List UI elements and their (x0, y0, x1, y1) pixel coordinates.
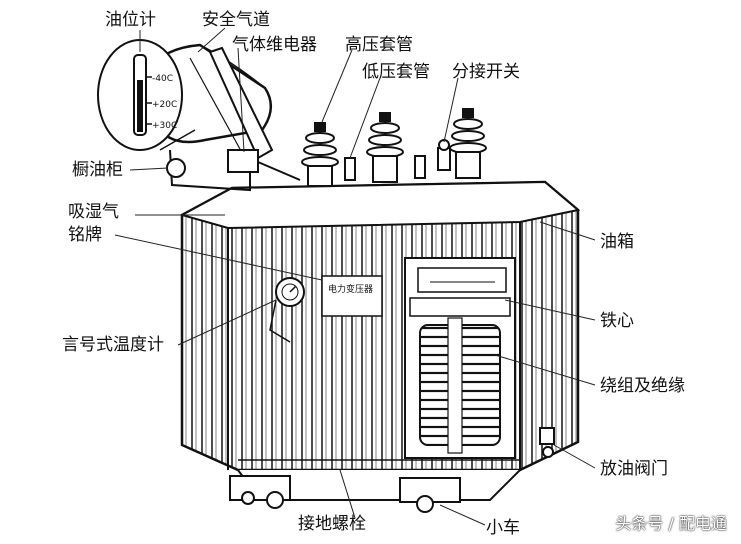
base-trolley (229, 469, 521, 513)
label-nameplate: 铭牌 (68, 225, 102, 245)
gauge-mark-minus40: -40C (152, 74, 173, 84)
label-oil-tank: 油箱 (600, 232, 634, 252)
tap-changer (437, 139, 451, 171)
nameplate-drawing (321, 275, 383, 317)
gauge-mark-plus30: +30C (152, 121, 178, 131)
lv-bushings (344, 155, 426, 181)
label-trolley: 小车 (486, 518, 520, 538)
oil-level-gauge (97, 39, 183, 151)
nameplate-text: 电力变压器 (328, 285, 374, 295)
drain-valve (539, 427, 555, 458)
gauge-mark-plus20: +20C (152, 100, 178, 110)
label-lv-bushing: 低压套管 (362, 62, 430, 82)
label-oil-level-gauge: 油位计 (105, 10, 156, 30)
label-tap-changer: 分接开关 (452, 62, 520, 82)
watermark: 头条号 / 配电通 (615, 514, 727, 533)
label-ground-bolt: 接地螺栓 (298, 514, 366, 534)
hv-bushings (301, 108, 487, 187)
label-gas-relay: 气体维电器 (232, 35, 317, 55)
label-safety-airway: 安全气道 (202, 10, 270, 30)
oil-tank-body (179, 180, 581, 472)
gas-relay (227, 149, 301, 181)
label-hv-bushing: 高压套管 (345, 35, 413, 55)
label-breather: 吸湿气 (68, 202, 119, 222)
label-winding: 绕组及绝缘 (600, 376, 685, 396)
leader-lines (114, 27, 596, 526)
label-conservator: 橱油柜 (72, 160, 123, 180)
label-drain-valve: 放油阀门 (600, 459, 668, 479)
label-thermometer: 言号式温度计 (62, 335, 164, 355)
cutaway-core (404, 257, 516, 459)
thermometer-dial (269, 277, 305, 343)
label-iron-core: 铁心 (600, 311, 634, 331)
